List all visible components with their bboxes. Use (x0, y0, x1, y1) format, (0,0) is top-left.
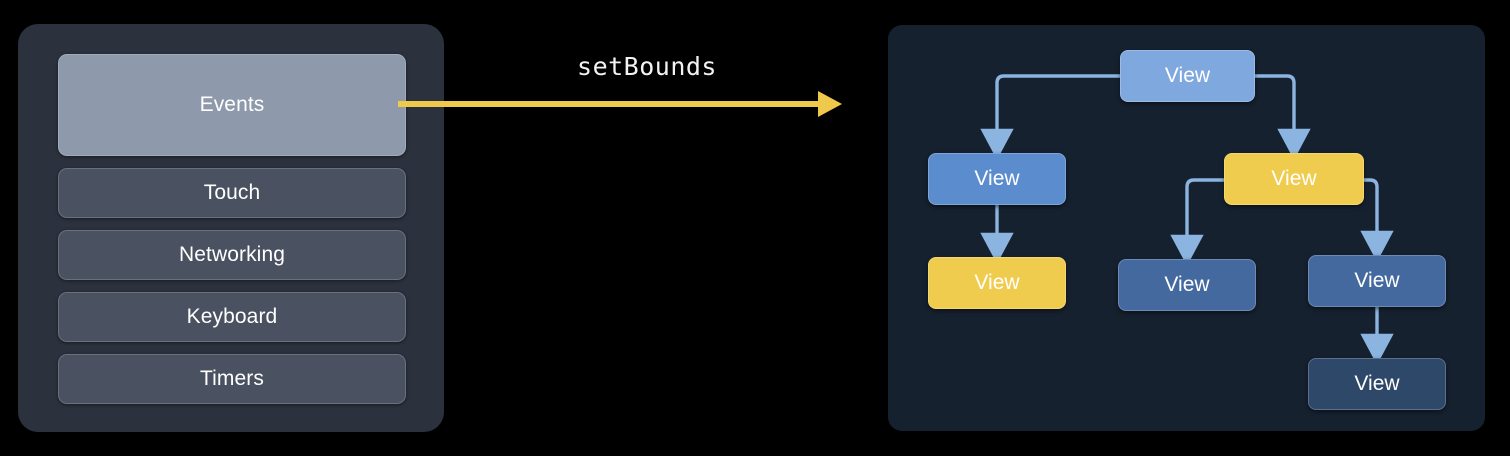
stack-item-label: Events (199, 93, 265, 116)
view-node-label: View (1354, 269, 1400, 292)
right-panel: View View View View View View View (888, 25, 1485, 431)
flow-label: setBounds (577, 52, 717, 81)
stack-item-touch[interactable]: Touch (58, 168, 406, 218)
view-node-b2a[interactable]: View (1308, 358, 1446, 410)
flow-arrow-icon (398, 91, 842, 117)
view-node-b1[interactable]: View (1118, 259, 1256, 311)
stack-item-label: Keyboard (186, 305, 278, 328)
source-stack: Events Touch Networking Keyboard Timers (58, 54, 406, 404)
view-node-label: View (974, 271, 1020, 294)
view-node-a[interactable]: View (928, 153, 1066, 205)
stack-item-label: Networking (178, 243, 286, 266)
stack-item-timers[interactable]: Timers (58, 354, 406, 404)
tree-connectors (980, 74, 1394, 366)
stack-item-networking[interactable]: Networking (58, 230, 406, 280)
view-node-label: View (1164, 64, 1211, 87)
view-node-label: View (974, 167, 1020, 190)
view-node-b-highlighted[interactable]: View (1224, 153, 1364, 205)
view-node-root[interactable]: View (1120, 50, 1255, 102)
view-node-b2[interactable]: View (1308, 255, 1446, 307)
view-node-a1-highlighted[interactable]: View (928, 257, 1066, 309)
stack-item-keyboard[interactable]: Keyboard (58, 292, 406, 342)
stack-item-label: Timers (200, 367, 264, 390)
view-node-label: View (1164, 273, 1210, 296)
view-node-label: View (1354, 372, 1400, 395)
view-node-label: View (1271, 167, 1317, 190)
left-panel: Events Touch Networking Keyboard Timers (18, 24, 444, 432)
stack-item-label: Touch (203, 181, 261, 204)
stack-item-events[interactable]: Events (58, 54, 406, 156)
